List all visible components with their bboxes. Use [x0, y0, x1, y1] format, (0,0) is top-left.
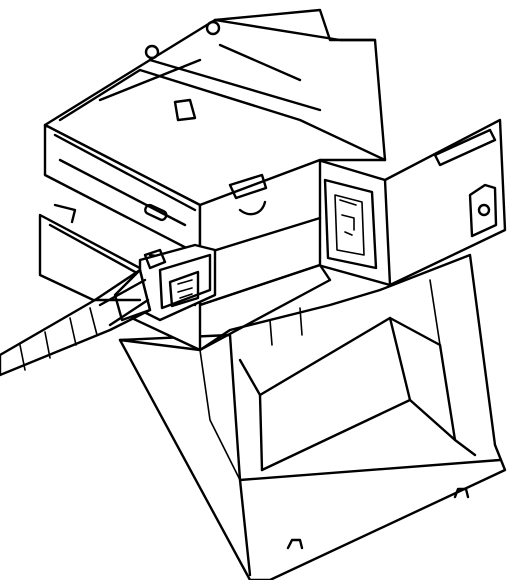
connector-face: [158, 253, 212, 310]
housing-notch-left: [286, 538, 304, 550]
housing-outline: [118, 253, 507, 580]
right-face-seam: [198, 216, 322, 257]
side-box-slot: [433, 128, 497, 167]
connector-lock-tab: [143, 248, 167, 270]
side-box-edge: [383, 178, 392, 287]
upper-tier-seam: [58, 158, 187, 227]
right-face-latch: [238, 200, 267, 216]
top-back-edge: [213, 18, 377, 42]
lower-tier-side: [198, 263, 332, 352]
top-button-icon: [173, 98, 197, 122]
harness-boot: [113, 268, 152, 322]
connector-pins: [177, 279, 193, 299]
funnel-left-edge: [258, 393, 264, 472]
mount-hole-right-icon: [205, 20, 221, 36]
housing-inner-rim: [238, 316, 477, 457]
wire-harness-icon: [0, 268, 152, 377]
top-lip: [98, 43, 302, 102]
upper-tier-trim: [53, 133, 197, 212]
funnel-floor-edge: [260, 398, 412, 472]
bracket-screw-icon: [477, 203, 491, 217]
side-latch: [339, 199, 357, 236]
housing-ribs: [269, 279, 441, 346]
harness-wrap-bands: [19, 307, 98, 371]
right-face-handle: [228, 173, 268, 200]
side-bracket-tab: [468, 183, 498, 238]
top-cover-ridge: [58, 68, 387, 162]
upper-slot-icon: [144, 203, 168, 222]
side-window: [323, 178, 378, 270]
mount-hole-left-icon: [144, 44, 160, 60]
housing-support-strut: [199, 349, 241, 481]
housing-notch-right: [453, 487, 470, 499]
connector-socket: [168, 270, 200, 308]
connector-icon: [138, 243, 217, 322]
lower-housing-icon: [118, 253, 507, 580]
side-window-inner: [334, 194, 365, 256]
housing-bottom-edge: [238, 458, 502, 482]
